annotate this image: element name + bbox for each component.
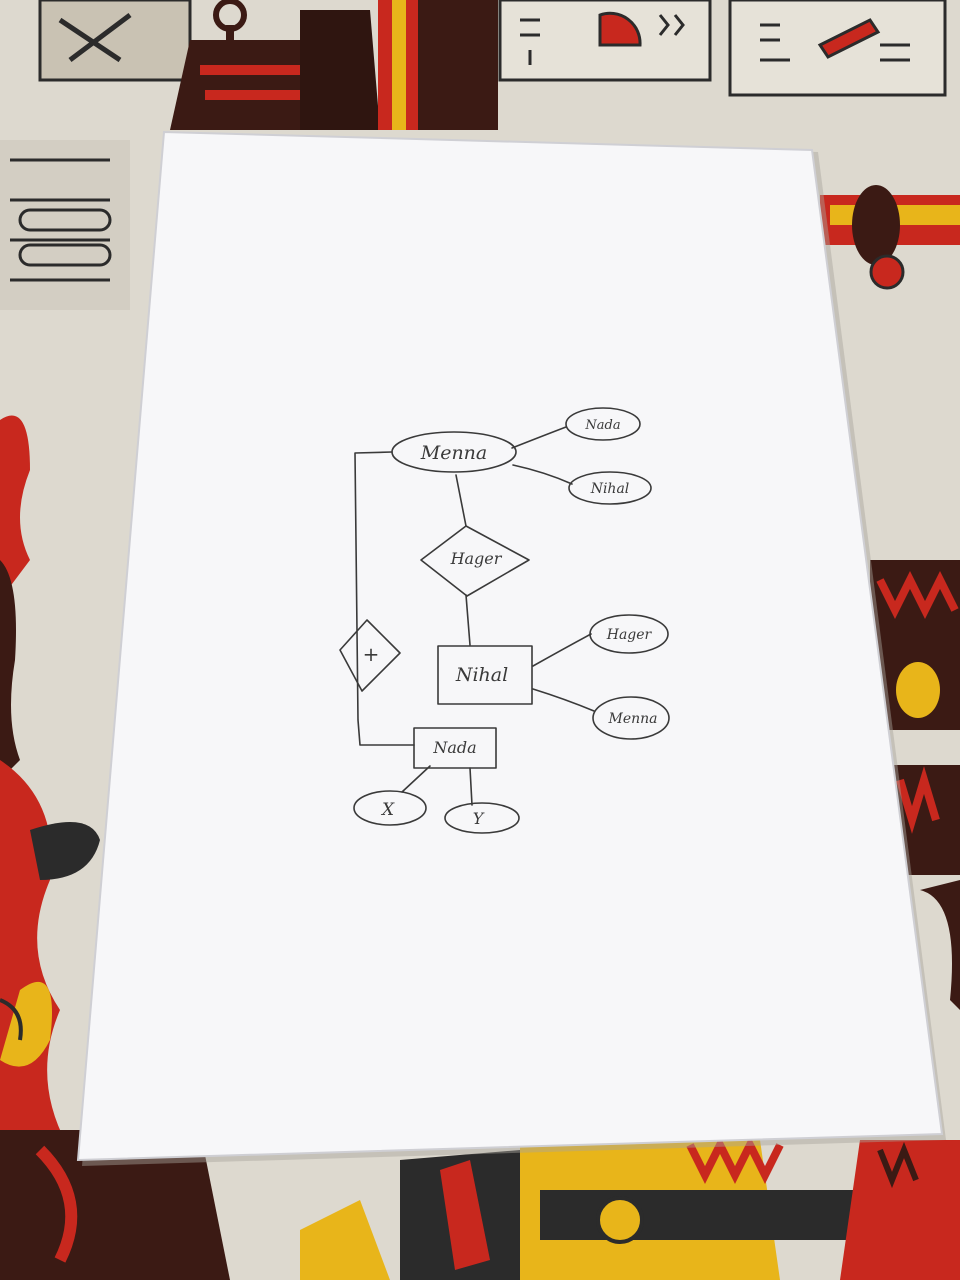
line-menna-hager xyxy=(455,474,467,527)
line-nada-x xyxy=(401,765,431,793)
entity-label-nada: Nada xyxy=(432,738,476,757)
hieroglyph-panel-top-left xyxy=(38,0,247,82)
line-nada-y xyxy=(469,767,473,806)
attribute-oval-menna-2 xyxy=(592,696,670,740)
hieroglyph-panel-left xyxy=(0,140,130,310)
attribute-oval-menna xyxy=(391,431,517,473)
hieroglyph-scarab-right xyxy=(820,185,960,290)
relationship-label-plus: + xyxy=(363,642,380,666)
line-hager-nihal-entity xyxy=(465,594,471,646)
hieroglyph-bottom-figures xyxy=(0,1130,960,1280)
line-menna-plus-nada xyxy=(354,451,415,746)
er-labels: Menna Nada Nihal Hager + Nihal Hager Men… xyxy=(363,418,658,828)
paper-edge xyxy=(76,130,944,1162)
attribute-oval-nihal xyxy=(568,471,652,505)
er-diagram xyxy=(339,407,670,834)
relationship-diamond-plus xyxy=(339,619,401,692)
attribute-label-y: Y xyxy=(473,809,485,828)
attribute-label-menna-2: Menna xyxy=(608,711,658,727)
attribute-label-nada: Nada xyxy=(584,418,620,433)
hieroglyph-pharaoh-headdress xyxy=(170,10,380,130)
line-nihal-menna-attr xyxy=(532,688,595,712)
attribute-oval-hager xyxy=(589,614,669,654)
hieroglyph-column-yellow xyxy=(378,0,498,130)
attribute-label-hager: Hager xyxy=(606,627,653,643)
hieroglyph-left-figure xyxy=(0,415,100,1180)
entity-box-nihal xyxy=(437,645,533,705)
attribute-label-x: X xyxy=(380,800,395,820)
attribute-oval-x xyxy=(353,790,427,826)
line-menna-nihal xyxy=(512,464,573,485)
line-menna-nada xyxy=(511,426,567,449)
attribute-oval-nada xyxy=(565,407,641,441)
relationship-diamond-hager xyxy=(420,525,530,597)
attribute-label-nihal: Nihal xyxy=(590,481,630,497)
hieroglyph-panel-top-right xyxy=(498,0,947,97)
entity-box-nada xyxy=(413,727,497,769)
entity-label-nihal: Nihal xyxy=(455,664,508,686)
attribute-oval-y xyxy=(444,802,520,834)
relationship-label-hager: Hager xyxy=(450,549,503,568)
line-nihal-hager-attr xyxy=(532,633,592,667)
attribute-label-menna: Menna xyxy=(420,442,488,464)
